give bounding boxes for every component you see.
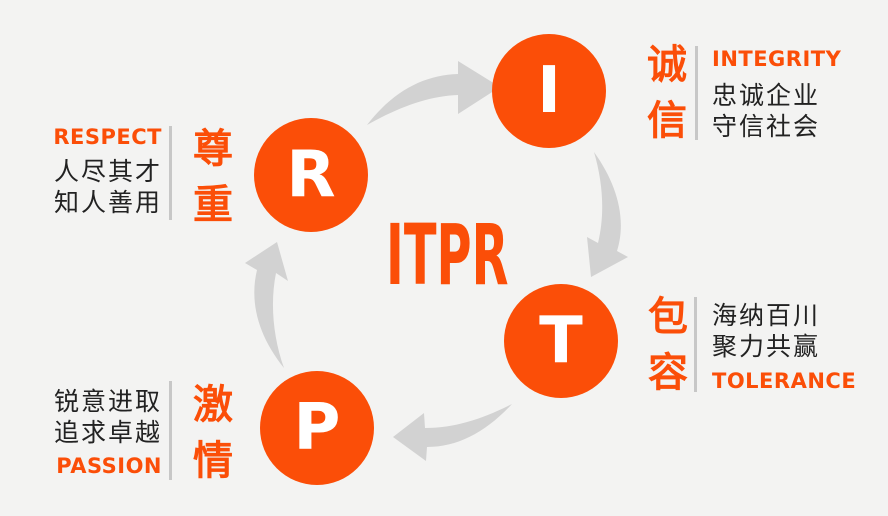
circle-passion: P <box>260 371 374 485</box>
respect-text-block: RESPECT 人尽其才 知人善用 <box>30 125 162 218</box>
arrow-t-to-p-icon <box>393 404 512 461</box>
respect-en-label: RESPECT <box>53 125 162 149</box>
tolerance-divider <box>694 297 697 392</box>
respect-desc-line2: 知人善用 <box>53 188 162 217</box>
circle-respect: R <box>254 118 368 232</box>
integrity-cn-vertical: 诚信 <box>640 43 686 155</box>
arrow-i-to-t-icon <box>587 152 628 277</box>
arrow-r-to-i-icon <box>367 61 500 125</box>
tolerance-en-label: TOLERANCE <box>712 369 857 393</box>
arrow-p-to-r-icon <box>245 242 288 368</box>
passion-divider <box>169 381 172 480</box>
diagram-title: ITPR <box>386 206 509 304</box>
circle-integrity: I <box>492 34 606 148</box>
passion-en-label: PASSION <box>56 454 162 478</box>
passion-cn-vertical: 激情 <box>186 383 232 495</box>
circle-tolerance-letter: T <box>539 304 583 378</box>
tolerance-text-block: 海纳百川 聚力共赢 TOLERANCE <box>712 300 856 393</box>
passion-desc-line2: 追求卓越 <box>53 418 162 447</box>
integrity-desc-line1: 忠诚企业 <box>712 81 821 110</box>
tolerance-cn-vertical: 包容 <box>641 295 687 407</box>
respect-cn-vertical: 尊重 <box>186 127 232 239</box>
passion-desc-line1: 锐意进取 <box>53 387 162 416</box>
circle-respect-letter: R <box>286 138 336 212</box>
respect-desc-line1: 人尽其才 <box>53 157 162 186</box>
circle-integrity-letter: I <box>537 54 561 128</box>
tolerance-desc-line1: 海纳百川 <box>712 301 821 330</box>
integrity-en-label: INTEGRITY <box>712 47 842 71</box>
circle-passion-letter: P <box>293 391 341 465</box>
integrity-desc-line2: 守信社会 <box>712 112 821 141</box>
integrity-text-block: INTEGRITY 忠诚企业 守信社会 <box>712 47 841 142</box>
circle-tolerance: T <box>504 284 618 398</box>
tolerance-desc-line2: 聚力共赢 <box>712 332 821 361</box>
passion-text-block: 锐意进取 追求卓越 PASSION <box>30 386 162 478</box>
respect-divider <box>169 126 172 220</box>
integrity-divider <box>695 46 698 140</box>
